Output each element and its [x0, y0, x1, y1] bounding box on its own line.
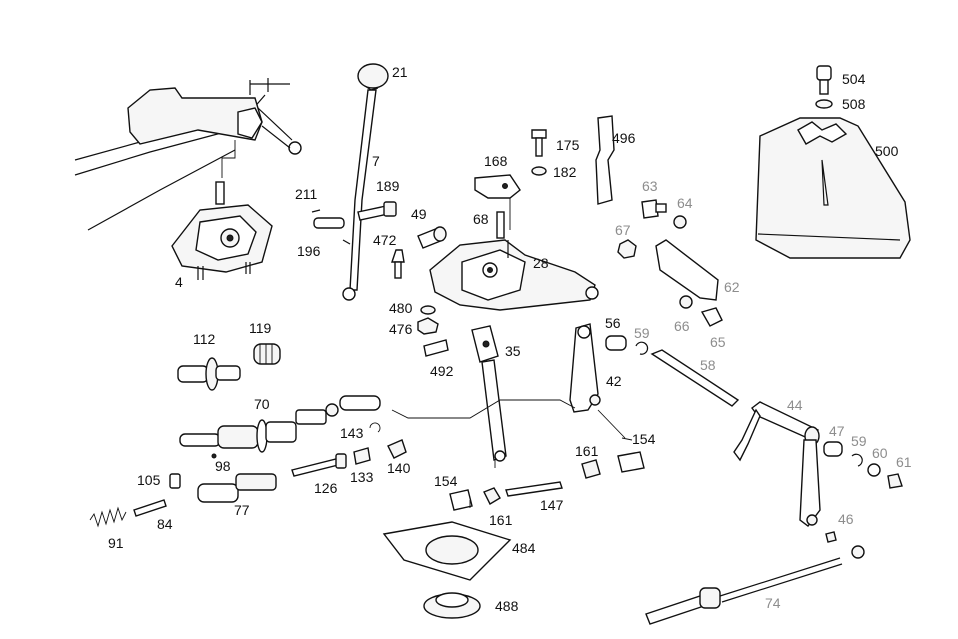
lever-assembly-drawing	[733, 401, 903, 543]
bushing-drawing	[177, 343, 281, 391]
part-number-label: 143	[340, 425, 364, 441]
part-number-label: 168	[484, 153, 508, 169]
part-number-label: 488	[495, 598, 519, 614]
part-number-label: 476	[389, 321, 413, 337]
boot-assembly-drawing	[531, 65, 911, 259]
part-number-label: 492	[430, 363, 454, 379]
part-number-label: 484	[512, 540, 536, 556]
cross-shaft-drawing	[569, 323, 740, 439]
part-number-label: 35	[505, 343, 521, 359]
part-number-label: 59	[634, 325, 650, 341]
rod-end-parts-drawing	[449, 451, 645, 511]
part-number-label: 61	[896, 454, 912, 470]
part-number-label: 77	[234, 502, 250, 518]
mount-bracket-drawing	[74, 78, 302, 231]
nut-washer-drawing	[417, 305, 449, 357]
part-number-label: 49	[411, 206, 427, 222]
part-number-label: 147	[540, 497, 564, 513]
part-number-label: 182	[553, 164, 577, 180]
part-number-label: 74	[765, 595, 781, 611]
small-fasteners-drawing	[311, 201, 447, 279]
part-number-label: 7	[372, 153, 380, 169]
cable-end-assembly-drawing	[179, 395, 407, 459]
part-number-label: 84	[157, 516, 173, 532]
leader-lines	[391, 399, 633, 508]
part-number-label: 60	[872, 445, 888, 461]
part-number-label: 21	[392, 64, 408, 80]
part-number-label: 112	[193, 331, 216, 347]
part-number-label: 58	[700, 357, 716, 373]
bottom-parts-drawing	[382, 521, 865, 625]
shift-lever-drawing	[342, 63, 389, 301]
part-number-label: 211	[295, 186, 318, 202]
part-number-label: 154	[434, 473, 458, 489]
part-number-label: 67	[615, 222, 631, 238]
part-number-label: 59	[851, 433, 867, 449]
part-number-label: 105	[137, 472, 161, 488]
part-number-label: 98	[215, 458, 231, 474]
part-number-label: 154	[632, 431, 656, 447]
linkage-parts-drawing	[89, 447, 371, 528]
part-number-label: 66	[674, 318, 690, 334]
part-number-label: 133	[350, 469, 374, 485]
side-bracket-drawing	[617, 199, 723, 327]
part-number-label: 4	[175, 274, 183, 290]
part-number-label: 508	[842, 96, 866, 112]
part-number-label: 47	[829, 423, 845, 439]
part-number-label: 46	[838, 511, 854, 527]
part-number-label: 63	[642, 178, 658, 194]
part-number-label: 119	[249, 320, 272, 336]
part-number-label: 480	[389, 300, 413, 316]
part-number-label: 44	[787, 397, 803, 413]
part-number-label: 65	[710, 334, 726, 350]
part-number-label: 42	[606, 373, 622, 389]
part-number-label: 62	[724, 279, 740, 295]
part-number-label: 140	[387, 460, 411, 476]
part-number-label: 175	[556, 137, 580, 153]
part-number-label: 56	[605, 315, 621, 331]
part-number-label: 472	[373, 232, 397, 248]
part-number-label: 500	[875, 143, 899, 159]
part-number-label: 161	[575, 443, 599, 459]
part-number-label: 189	[376, 178, 400, 194]
selector-rod-drawing	[471, 325, 507, 468]
part-number-label: 196	[297, 243, 321, 259]
part-number-label: 496	[612, 130, 636, 146]
part-number-label: 70	[254, 396, 270, 412]
part-number-label: 504	[842, 71, 866, 87]
rubber-mount-drawing	[171, 181, 273, 280]
part-number-label: 28	[533, 255, 549, 271]
part-number-label: 126	[314, 480, 338, 496]
shifter-housing-drawing	[429, 174, 599, 311]
part-number-label: 161	[489, 512, 513, 528]
part-number-label: 64	[677, 195, 693, 211]
part-number-label: 68	[473, 211, 489, 227]
part-number-label: 91	[108, 535, 124, 551]
